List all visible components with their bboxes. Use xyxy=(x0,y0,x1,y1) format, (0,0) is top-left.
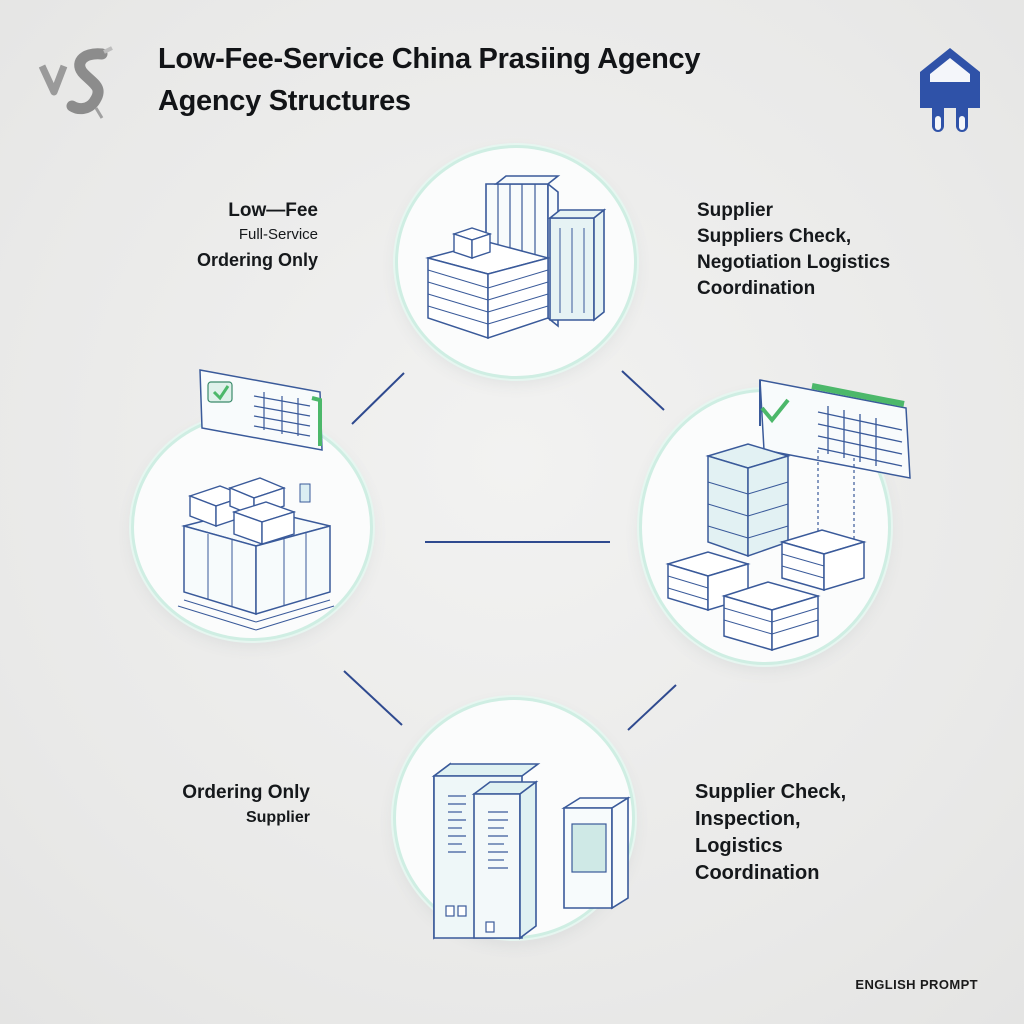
label-top-right-line2: Suppliers Check, xyxy=(697,226,852,247)
label-bottom-left: Ordering Only Supplier xyxy=(150,780,310,830)
label-top-right: Supplier Suppliers Check, Negotiation Lo… xyxy=(697,198,890,302)
server-files-icon xyxy=(431,762,631,940)
label-top-left-line3: Ordering Only xyxy=(196,250,318,270)
node-bottom xyxy=(396,700,632,940)
label-top-left-line1: Low—Fee xyxy=(228,200,318,221)
label-bottom-left-line1: Ordering Only xyxy=(182,782,310,803)
label-top-right-line3: Negotiation Logistics xyxy=(697,252,891,273)
node-right xyxy=(642,379,911,662)
page-subtitle: Agency Structures xyxy=(158,85,411,117)
label-bottom-right: Supplier Check, Inspection, Logistics Co… xyxy=(695,779,846,887)
label-top-left-line2: Full-Service xyxy=(238,226,318,243)
label-top-right-line4: Coordination xyxy=(697,278,816,299)
node-top xyxy=(398,148,634,376)
inspection-boxes-icon xyxy=(665,379,911,652)
node-left xyxy=(134,369,370,638)
title-block: Low-Fee-Service China Prasiing Agency Ag… xyxy=(158,38,858,122)
shopping-bag-icon xyxy=(920,48,980,132)
footer-caption: ENGLISH PROMPT xyxy=(855,977,978,992)
label-bottom-right-line3: Logistics xyxy=(695,835,783,857)
page-title: Low-Fee-Service China Prasiing Agency xyxy=(158,43,701,75)
label-bottom-right-line2: Inspection, xyxy=(695,808,801,830)
boxes-checklist-icon xyxy=(177,369,335,631)
label-bottom-right-line1: Supplier Check, xyxy=(695,781,847,803)
label-bottom-left-line2: Supplier xyxy=(245,809,310,826)
document-stack-icon xyxy=(425,175,607,340)
vs-logo-icon xyxy=(38,46,113,119)
label-bottom-right-line4: Coordination xyxy=(695,862,820,884)
label-top-right-line1: Supplier xyxy=(697,200,774,221)
label-top-left: Low—Fee Full-Service Ordering Only xyxy=(160,198,318,274)
